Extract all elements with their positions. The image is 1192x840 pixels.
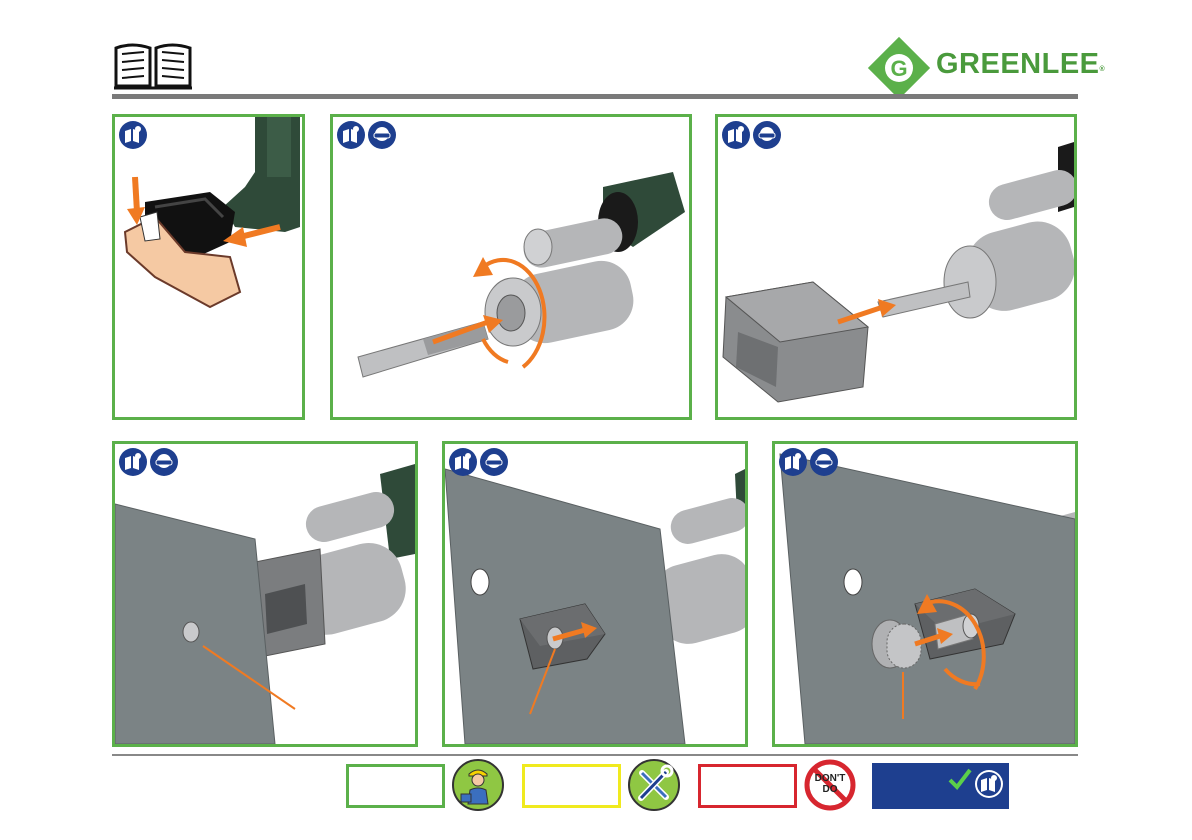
ppe-icons	[722, 121, 781, 149]
step-2-panel	[330, 114, 692, 420]
step-3-panel	[715, 114, 1077, 420]
insert-battery-illustration	[115, 117, 302, 417]
step-1-panel	[112, 114, 305, 420]
ppe-icons	[119, 121, 147, 149]
greenlee-logo-icon: G	[866, 35, 932, 101]
registered-mark: ®	[1100, 66, 1106, 73]
step-5-panel	[442, 441, 748, 747]
read-manual-icon	[722, 121, 750, 149]
safety-glasses-icon	[753, 121, 781, 149]
thread-draw-stud-illustration	[333, 117, 689, 417]
legend-yellow-box	[522, 764, 621, 808]
manual-book-icon	[112, 40, 194, 90]
ppe-icons	[779, 448, 838, 476]
brand-name: GREENLEE®	[936, 48, 1105, 81]
read-manual-icon	[119, 121, 147, 149]
ppe-icons	[337, 121, 396, 149]
brand-wordmark: GREENLEE	[936, 48, 1100, 80]
place-die-illustration	[445, 444, 745, 744]
safety-glasses-icon	[480, 448, 508, 476]
step-4-panel	[112, 441, 418, 747]
ppe-icons	[119, 448, 178, 476]
footer-rule	[112, 754, 1078, 756]
insert-through-pilot-hole-illustration	[115, 444, 415, 744]
read-manual-icon	[779, 448, 807, 476]
read-manual-icon	[119, 448, 147, 476]
step-6-panel	[772, 441, 1078, 747]
dont-do-text: DON'T DO	[805, 773, 855, 795]
check-manual-icon	[974, 769, 1004, 799]
tools-icon	[627, 758, 681, 812]
thread-punch-illustration	[775, 444, 1075, 744]
check-icon	[947, 766, 973, 792]
dont-do-line-2: DO	[805, 784, 855, 795]
dont-do-line-1: DON'T	[805, 773, 855, 784]
legend-green-box	[346, 764, 445, 808]
safety-glasses-icon	[810, 448, 838, 476]
ppe-icons	[449, 448, 508, 476]
mount-die-holder-illustration	[718, 117, 1074, 417]
header-rule	[112, 94, 1078, 99]
read-manual-icon	[337, 121, 365, 149]
safety-glasses-icon	[150, 448, 178, 476]
logo-letter: G	[890, 56, 907, 81]
read-manual-icon	[449, 448, 477, 476]
legend-red-box	[698, 764, 797, 808]
dont-do-icon: DON'T DO	[803, 758, 857, 812]
safety-glasses-icon	[368, 121, 396, 149]
worker-icon	[451, 758, 505, 812]
